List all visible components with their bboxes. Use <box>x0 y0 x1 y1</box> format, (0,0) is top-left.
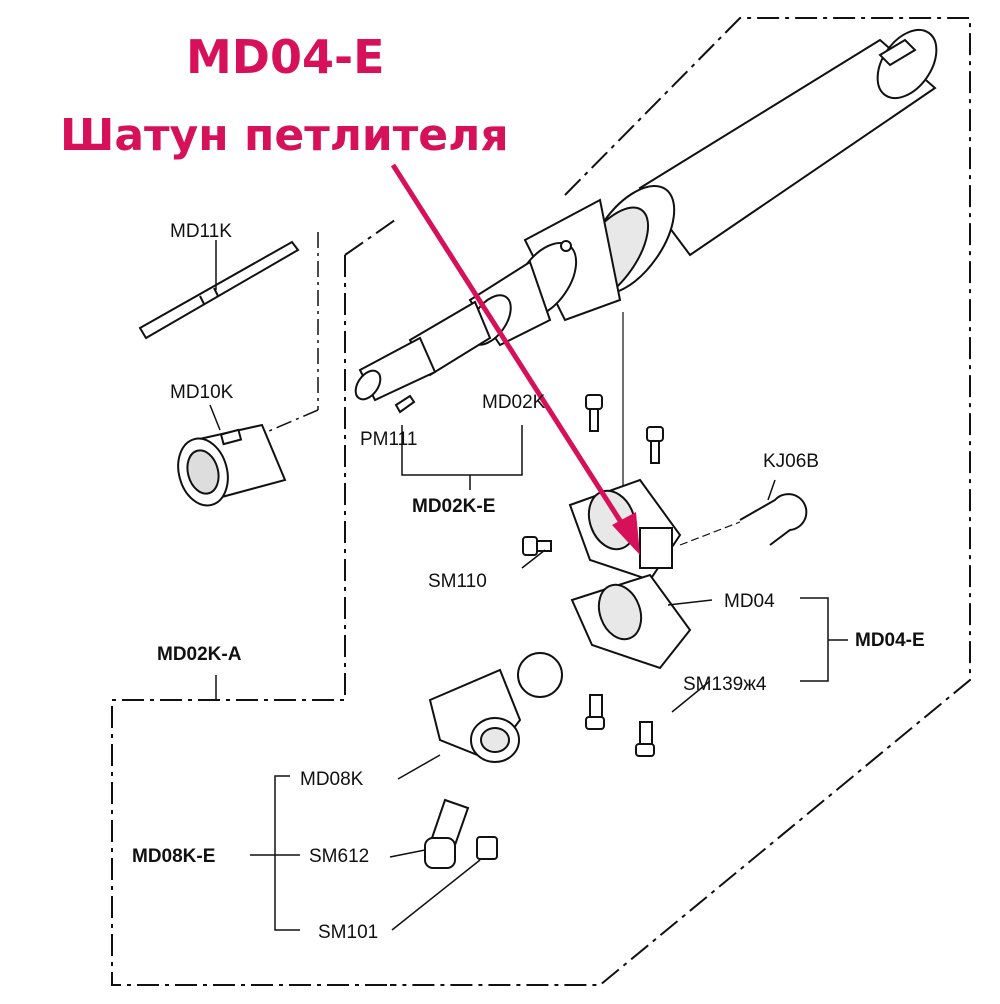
md11k-pin <box>138 240 300 340</box>
label-sm612: SM612 <box>309 846 369 867</box>
pm111-pin <box>394 394 416 414</box>
label-md04: MD04 <box>724 591 775 612</box>
label-md02k: MD02K <box>482 392 546 413</box>
label-sm110: SM110 <box>428 571 487 592</box>
md08k-ball-joint <box>428 652 563 763</box>
sm612-screw <box>424 798 470 869</box>
md02k-e-bracket <box>401 425 523 476</box>
md10k-sleeve <box>177 423 287 507</box>
label-sm101: SM101 <box>318 922 378 943</box>
kj06b-leader <box>767 479 776 501</box>
assembly-boundary-outer <box>390 17 971 986</box>
kj06b-axis <box>679 521 741 546</box>
sm110-screw <box>522 536 552 556</box>
label-md02k-a: MD02K-A <box>157 644 242 665</box>
label-md10k: MD10K <box>170 382 234 403</box>
part-code-title: MD04-E <box>186 30 385 84</box>
label-md04-e: MD04-E <box>855 630 925 651</box>
upper-screws <box>585 394 664 464</box>
kj06b-hook <box>739 493 808 546</box>
label-md11k: MD11K <box>170 221 232 242</box>
md04-connecting-rod <box>568 478 692 670</box>
lower-screws <box>585 694 655 757</box>
label-kj06b: KJ06B <box>763 451 819 472</box>
label-sm139: SM139ж4 <box>683 674 767 695</box>
label-pm111: PM111 <box>360 429 417 450</box>
sm101-set-screw <box>476 836 498 860</box>
label-md02k-e: MD02K-E <box>412 496 495 517</box>
part-name-title: Шатун петлителя <box>60 110 509 161</box>
label-md08k-e: MD08K-E <box>132 846 215 867</box>
assembly-boundary-md02k-a <box>111 219 396 986</box>
md10k-leader <box>209 404 221 431</box>
main-shaft <box>354 28 938 402</box>
label-md08k: MD08K <box>300 769 364 790</box>
callout-arrow <box>390 163 640 555</box>
label-leaders <box>215 549 848 931</box>
